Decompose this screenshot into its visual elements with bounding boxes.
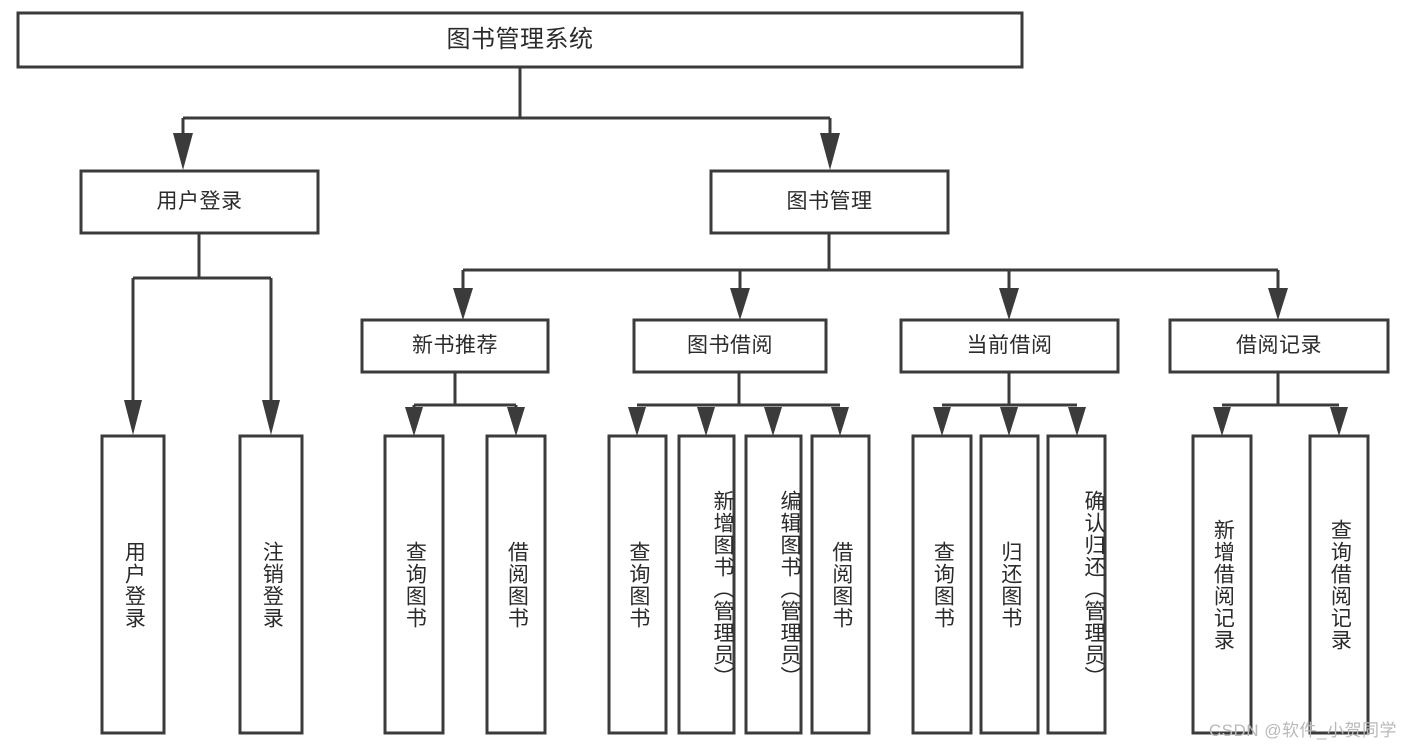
arrow-head-bb-leaf-2 xyxy=(697,407,715,436)
leaf-box-cb-confirm-return[interactable] xyxy=(1046,434,1107,735)
node-user-login[interactable] xyxy=(79,169,320,235)
node-borrow-record[interactable] xyxy=(1168,318,1390,374)
csdn-watermark: CSDN @软件_小贺同学 xyxy=(1208,721,1397,740)
leaf-box-cb-query-book[interactable] xyxy=(911,434,973,735)
leaf-box-logout[interactable] xyxy=(238,434,304,735)
leaf-box-cb-return-book[interactable] xyxy=(979,434,1040,735)
arrow-head-br-leaf-1 xyxy=(1213,407,1231,436)
arrow-head-cb-leaf-1 xyxy=(933,407,951,436)
arrow-head-book-borrow xyxy=(730,288,750,320)
arrow-head-borrow-record xyxy=(1268,288,1288,320)
arrow-head-nb-leaf-2 xyxy=(507,407,525,436)
node-current-borrow[interactable] xyxy=(899,318,1120,374)
arrow-head-leaf-logout xyxy=(262,400,280,435)
arrow-head-book-management xyxy=(820,133,840,170)
arrow-head-bb-leaf-1 xyxy=(628,407,646,436)
arrow-head-cb-leaf-2 xyxy=(1000,407,1018,436)
leaf-box-bb-borrow-book[interactable] xyxy=(810,434,871,735)
node-book-management[interactable] xyxy=(709,169,950,235)
leaf-box-nb-query-book[interactable] xyxy=(383,434,445,735)
leaf-box-user-login[interactable] xyxy=(100,434,166,735)
node-new-book-recommend[interactable] xyxy=(360,318,550,374)
arrow-head-new-book-recommend xyxy=(453,288,473,320)
arrow-head-bb-leaf-3 xyxy=(764,407,782,436)
leaf-box-br-query-record[interactable] xyxy=(1308,434,1370,735)
leaf-box-nb-borrow-book[interactable] xyxy=(485,434,547,735)
arrow-head-br-leaf-2 xyxy=(1330,407,1348,436)
leaf-box-bb-add-book[interactable] xyxy=(677,434,736,735)
arrow-head-cb-leaf-3 xyxy=(1068,407,1086,436)
arrow-head-user-login xyxy=(173,133,193,170)
arrow-head-leaf-user-login xyxy=(124,400,142,435)
arrow-head-current-borrow xyxy=(999,288,1019,320)
node-book-borrow[interactable] xyxy=(632,318,828,374)
leaf-box-br-add-record[interactable] xyxy=(1191,434,1253,735)
arrow-head-nb-leaf-1 xyxy=(405,407,423,436)
leaf-box-bb-edit-book[interactable] xyxy=(744,434,803,735)
leaf-box-bb-query-book[interactable] xyxy=(607,434,668,735)
arrow-head-bb-leaf-4 xyxy=(831,407,849,436)
node-root-book-management-system[interactable] xyxy=(16,11,1024,69)
